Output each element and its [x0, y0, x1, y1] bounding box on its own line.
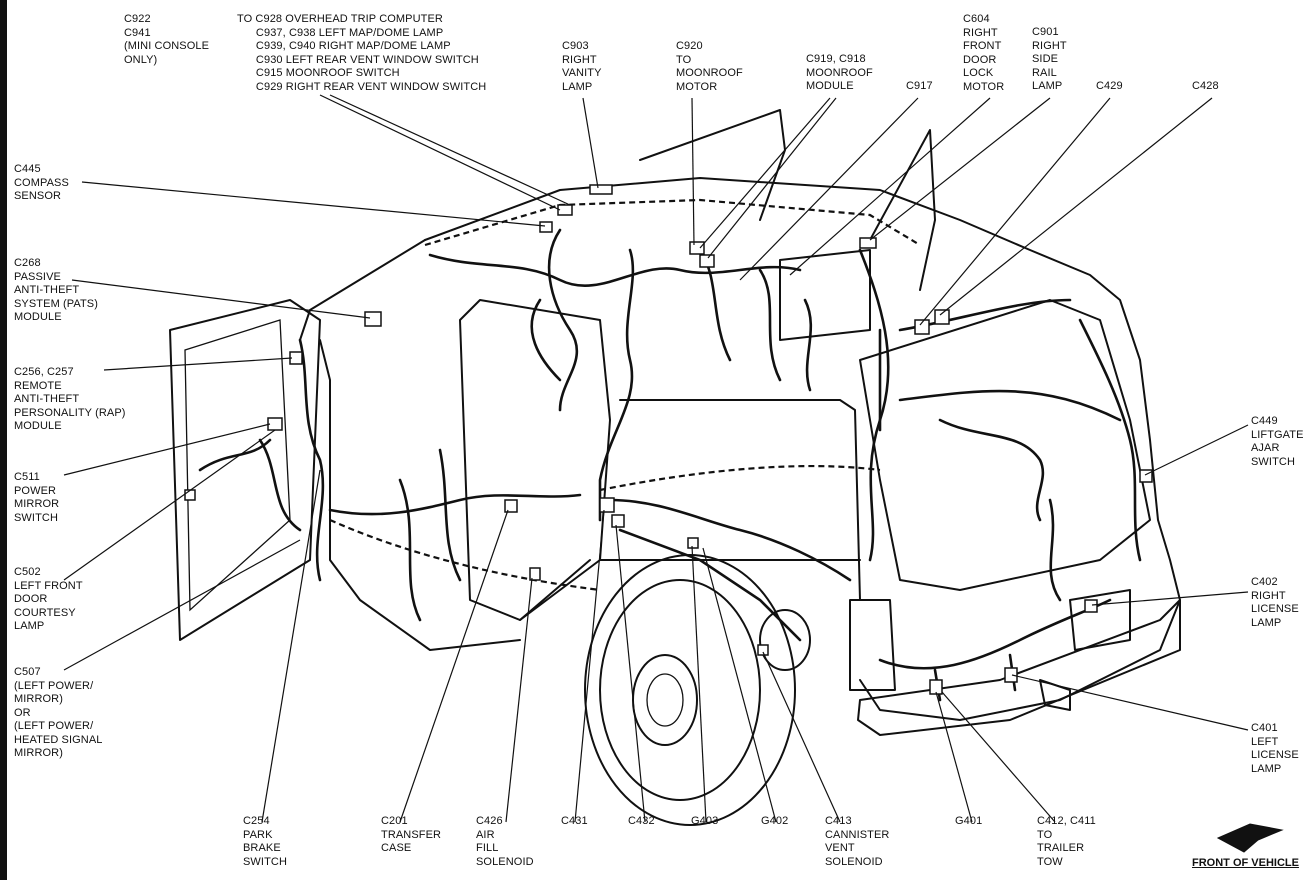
label-c428: C428 — [1192, 80, 1219, 92]
leader-lines — [63, 94, 1249, 823]
label-c268: C268 PASSIVE ANTI-THEFT SYSTEM (PATS) MO… — [14, 257, 99, 323]
label-c502: C502 LEFT FRONT DOOR COURTESY LAMP — [14, 566, 83, 632]
label-c511: C511 POWER MIRROR SWITCH — [14, 471, 60, 524]
label-c402: C402 RIGHT LICENSE LAMP — [1251, 576, 1299, 629]
label-c920: C920 TO MOONROOF MOTOR — [676, 40, 743, 93]
vehicle-body — [169, 109, 1181, 826]
label-c431: C431 — [561, 815, 588, 827]
label-c919: C919, C918 MOONROOF MODULE — [806, 53, 873, 92]
label-c429: C429 — [1096, 80, 1123, 92]
label-c449: C449 LIFTGATE AJAR SWITCH — [1251, 415, 1304, 468]
label-c201: C201 TRANSFER CASE — [381, 815, 442, 854]
label-c604: C604 RIGHT FRONT DOOR LOCK MOTOR — [963, 13, 1005, 93]
label-g401: G401 — [955, 815, 983, 827]
label-c445: C445 COMPASS SENSOR — [14, 163, 69, 202]
label-c903: C903 RIGHT VANITY LAMP — [562, 40, 602, 93]
label-g402: G402 — [761, 815, 789, 827]
label-c432: C432 — [628, 815, 655, 827]
label-c412: C412, C411 TO TRAILER TOW — [1037, 815, 1096, 868]
wiring-harness — [198, 198, 1142, 702]
label-c413: C413 CANNISTER VENT SOLENOID — [825, 815, 890, 868]
label-c507: C507 (LEFT POWER/ MIRROR) OR (LEFT POWER… — [14, 666, 103, 759]
label-c401: C401 LEFT LICENSE LAMP — [1251, 722, 1299, 775]
front-of-vehicle-label: FRONT OF VEHICLE — [1192, 857, 1299, 869]
label-c928: TO C928 OVERHEAD TRIP COMPUTER C937, C93… — [237, 13, 487, 93]
label-c256: C256, C257 REMOTE ANTI-THEFT PERSONALITY… — [14, 366, 126, 432]
label-c922: C922 C941 (MINI CONSOLE ONLY) — [124, 13, 210, 66]
front-arrow-icon — [1216, 823, 1284, 853]
page-edge-bar — [0, 0, 7, 880]
label-c901: C901 RIGHT SIDE RAIL LAMP — [1032, 26, 1067, 92]
label-g403: G403 — [691, 815, 719, 827]
label-c426: C426 AIR FILL SOLENOID — [476, 815, 534, 868]
label-c254: C254 PARK BRAKE SWITCH — [243, 815, 287, 868]
connectors — [184, 184, 1153, 695]
label-c917: C917 — [906, 80, 933, 92]
